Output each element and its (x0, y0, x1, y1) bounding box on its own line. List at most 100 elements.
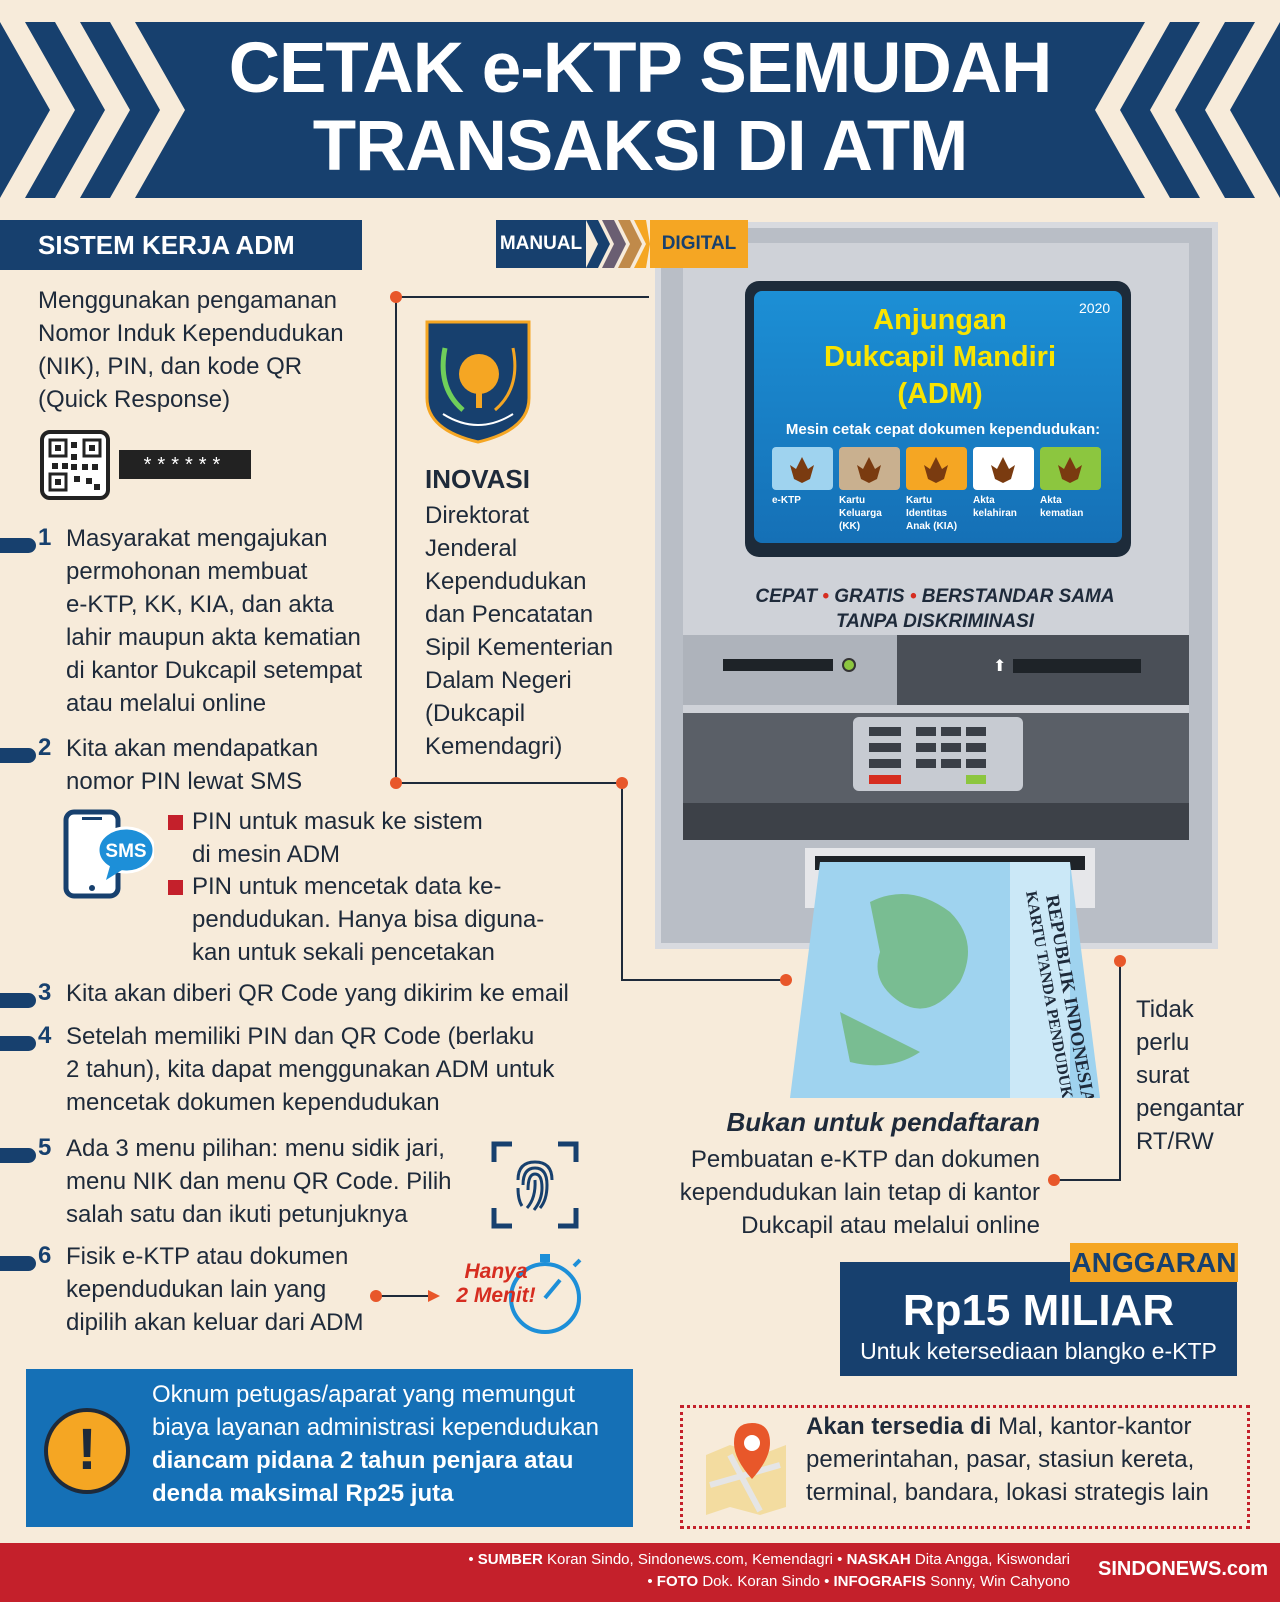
doc-label: Akta kematian (1040, 495, 1084, 519)
inovasi-line: (Dukcapil (425, 700, 526, 727)
bukan-line: Dukcapil atau melalui online (741, 1212, 1040, 1239)
step-line: kependudukan lain yang (66, 1276, 327, 1303)
footer-value: Koran Sindo, Sindonews.com, Kemendagri (546, 1551, 833, 1568)
page-title: CETAK e-KTP SEMUDAH TRANSAKSI DI ATM (190, 30, 1090, 186)
step-line: Fisik e-KTP atau dokumen (66, 1243, 349, 1270)
step-line: e-KTP, KK, KIA, dan akta (66, 591, 334, 618)
kemendagri-logo (425, 320, 531, 444)
arrow-chevrons-decoration (586, 220, 650, 268)
step-number: 2 (38, 734, 52, 761)
footer-value: Sonny, Win Cahyono (930, 1573, 1070, 1590)
step-2-text: Kita akan mendapatkan nomor PIN lewat SM… (66, 732, 318, 798)
tagline-line-2: TANPA DISKRIMINASI (835, 611, 1035, 632)
ektp-card-illustration: KARTU TANDA PENDUDUK REPUBLIK INDONESIA (790, 862, 1100, 1098)
footer-label: INFOGRAFIS (833, 1573, 927, 1590)
atm-screen (754, 291, 1122, 543)
timer-line: 2 Menit! (456, 1284, 536, 1307)
location-line: terminal, bandara, lokasi strategis lain (806, 1479, 1209, 1506)
dot-separator: • (822, 586, 829, 607)
anggaran-value: Rp15 MILIAR (902, 1286, 1175, 1335)
footer-value: Dita Angga, Kiswondari (914, 1551, 1070, 1568)
section-heading-sistem: SISTEM KERJA ADM (0, 220, 362, 270)
step-line: menu NIK dan menu QR Code. Pilih (66, 1168, 452, 1195)
tidak-line: Tidak (1136, 996, 1194, 1023)
security-description: Menggunakan pengamanan Nomor Induk Kepen… (38, 284, 388, 416)
tagline-line-1: CEPAT • GRATIS • BERSTANDAR SAMA (700, 584, 1170, 609)
step-line: di kantor Dukcapil setempat (66, 657, 363, 684)
step-line: nomor PIN lewat SMS (66, 768, 303, 795)
digital-tag: DIGITAL (650, 220, 748, 268)
timer-line: Hanya (464, 1260, 528, 1283)
svg-text:⬆: ⬆ (993, 656, 1006, 675)
inovasi-line: Jenderal (425, 535, 518, 562)
step-line: atau melalui online (66, 690, 267, 717)
warning-line: Oknum petugas/aparat yang memungut (152, 1381, 575, 1408)
warning-line-bold: diancam pidana 2 tahun penjara atau (152, 1447, 574, 1474)
tidak-line: surat (1136, 1062, 1190, 1089)
screen-year: 2020 (1079, 300, 1111, 316)
step-marker (0, 748, 36, 763)
step-number: 1 (38, 524, 52, 551)
tidak-line: perlu (1136, 1029, 1190, 1056)
chevrons-right-decoration (1095, 22, 1280, 198)
bukan-description: Pembuatan e-KTP dan dokumen kependudukan… (620, 1143, 1040, 1242)
qr-code-icon (40, 430, 110, 500)
screen-subtitle: Mesin cetak cepat dokumen kependudukan: (785, 421, 1101, 438)
title-line-1: CETAK e-KTP SEMUDAH (228, 29, 1053, 108)
bullet-line: di mesin ADM (192, 841, 341, 868)
doc-label: Kartu Keluarga (KK) (839, 495, 882, 532)
location-rest: Mal, kantor-kantor (991, 1413, 1192, 1440)
footer-credits-1: • SUMBER Koran Sindo, Sindonews.com, Kem… (468, 1551, 1070, 1568)
inovasi-line: Kemendagri) (425, 733, 563, 760)
inovasi-line: Kependudukan (425, 568, 587, 595)
step-line: salah satu dan ikuti petunjuknya (66, 1201, 408, 1228)
step-number: 5 (38, 1134, 52, 1161)
step-marker (0, 993, 36, 1008)
tagline-standar: BERSTANDAR SAMA (921, 586, 1115, 607)
screen-title: Anjungan Dukcapil Mandiri (ADM) (780, 302, 1100, 413)
screen-title-line: (ADM) (897, 378, 983, 410)
dot-separator: • (909, 586, 917, 607)
tidak-line: RT/RW (1136, 1128, 1214, 1155)
step-number: 3 (38, 979, 52, 1006)
step-line: mencetak dokumen kependudukan (66, 1089, 440, 1116)
inovasi-line: dan Pencatatan (425, 601, 594, 628)
pin-field-illustration: ****** (119, 450, 251, 479)
security-line: Menggunakan pengamanan (38, 287, 337, 314)
step-3-text: Kita akan diberi QR Code yang dikirim ke… (66, 977, 569, 1010)
footer-label: SUMBER (477, 1551, 543, 1568)
sms-bullet-1: PIN untuk masuk ke sistem di mesin ADM (192, 805, 483, 871)
inovasi-line: Sipil Kementerian (425, 634, 614, 661)
step-6-text: Fisik e-KTP atau dokumen kependudukan la… (66, 1240, 363, 1339)
step-marker (0, 1148, 36, 1163)
bullet-line: kan untuk sekali pencetakan (192, 939, 495, 966)
bullet-line: PIN untuk masuk ke sistem (192, 808, 483, 835)
step-marker (0, 1256, 36, 1271)
location-line-1: Akan tersedia di Mal, kantor-kantor (806, 1410, 1246, 1443)
inovasi-title: INOVASI (425, 464, 530, 494)
warning-line-bold: denda maksimal Rp25 juta (152, 1480, 454, 1507)
security-line: Nomor Induk Kependudukan (38, 320, 344, 347)
tagline-cepat: CEPAT (755, 586, 817, 607)
screen-title-line: Anjungan (873, 304, 1007, 336)
tidak-perlu-note: Tidak perlu surat pengantar RT/RW (1136, 993, 1266, 1158)
step-marker (0, 1036, 36, 1051)
location-lead: Akan tersedia di (806, 1413, 992, 1440)
step-line: Masyarakat mengajukan (66, 525, 328, 552)
atm-tagline: CEPAT • GRATIS • BERSTANDAR SAMA TANPA D… (700, 584, 1170, 634)
footer-label: FOTO (656, 1573, 699, 1590)
step-number: 4 (38, 1022, 52, 1049)
sms-label: SMS (105, 841, 146, 862)
atm-slots-and-keypad: ⬆ (683, 635, 1189, 840)
inovasi-line: Direktorat (425, 502, 530, 529)
footer-value: Dok. Koran Sindo (702, 1573, 820, 1590)
security-line: (NIK), PIN, dan kode QR (38, 353, 303, 380)
bukan-title: Bukan untuk pendaftaran (726, 1107, 1040, 1137)
step-number: 6 (38, 1242, 52, 1269)
timer-label: Hanya 2 Menit! (446, 1260, 546, 1308)
security-line: (Quick Response) (38, 386, 231, 413)
footer-label: NASKAH (846, 1551, 911, 1568)
sms-bullet-2: PIN untuk mencetak data ke- pendudukan. … (192, 870, 544, 969)
step-1-text: Masyarakat mengajukan permohonan membuat… (66, 522, 362, 720)
manual-tag: MANUAL (496, 220, 586, 268)
